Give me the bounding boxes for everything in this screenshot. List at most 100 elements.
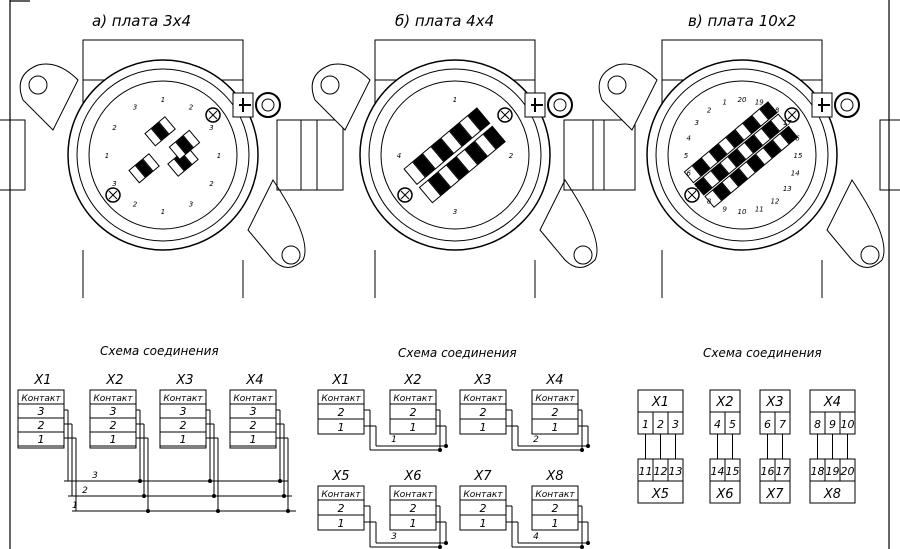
junction-dot xyxy=(208,479,212,483)
contact-number: 1 xyxy=(552,517,559,530)
pin-number: 10 xyxy=(841,418,855,431)
block-label-X4: X4 xyxy=(823,395,841,410)
block-label-X1: X1 xyxy=(33,373,51,388)
terminal-number-label: 9 xyxy=(722,205,727,213)
junction-dot xyxy=(138,479,142,483)
terminal-block xyxy=(712,182,731,201)
contact-header-label: Контакт xyxy=(393,490,433,500)
pin-number: 6 xyxy=(764,418,771,431)
terminal-number-label: 19 xyxy=(755,99,764,107)
terminal-number-label: 2 xyxy=(509,152,514,160)
screw-slot xyxy=(687,190,697,200)
bus-label: 1 xyxy=(72,501,78,511)
terminal-block xyxy=(403,161,427,186)
contact-number: 2 xyxy=(410,502,417,515)
ear-hole-top-left xyxy=(320,75,340,95)
terminal-block xyxy=(742,115,761,134)
terminal-block xyxy=(709,143,728,163)
junction-dot xyxy=(216,509,220,513)
terminal-block xyxy=(746,153,765,173)
terminal-block xyxy=(761,120,780,140)
panel-title-c: в) плата 10х2 xyxy=(688,12,796,30)
bus-label: 3 xyxy=(92,471,98,481)
terminal-block xyxy=(704,189,723,208)
terminal-board xyxy=(128,116,201,184)
contact-number: 3 xyxy=(38,405,45,418)
pin-number: 8 xyxy=(814,418,821,431)
terminal-block xyxy=(710,162,729,182)
terminal-block xyxy=(725,129,744,149)
contact-number: 1 xyxy=(552,421,559,434)
terminal-block xyxy=(721,175,740,194)
terminal-block xyxy=(717,136,736,156)
terminal-block xyxy=(128,164,147,184)
panel-title-a: а) плата 3х4 xyxy=(92,12,191,30)
terminal-block xyxy=(763,139,782,159)
contact-number: 1 xyxy=(480,421,487,434)
terminal-number-label: 1 xyxy=(453,96,457,104)
block-label-X2: X2 xyxy=(715,395,733,410)
terminal-board xyxy=(683,101,799,208)
ear-top-left xyxy=(311,63,371,131)
terminal-number-label: 12 xyxy=(770,197,779,205)
contact-number: 1 xyxy=(338,421,345,434)
block-label-X3: X3 xyxy=(473,373,491,388)
ear-bottom-right xyxy=(247,179,306,268)
terminal-number-label: 2 xyxy=(133,200,138,208)
contact-number: 2 xyxy=(552,502,559,515)
pair-label: 1 xyxy=(391,435,397,445)
contact-header-label: Контакт xyxy=(463,490,503,500)
contact-header-label: Контакт xyxy=(233,394,273,404)
pin-number: 11 xyxy=(639,465,653,478)
terminal-block xyxy=(142,153,160,172)
terminal-block xyxy=(464,141,488,165)
terminal-block xyxy=(744,134,763,154)
contact-header-label: Контакт xyxy=(163,394,203,404)
contact-number: 1 xyxy=(180,433,187,446)
pair-label: 3 xyxy=(391,532,397,542)
block-label-X2: X2 xyxy=(403,373,421,388)
junction-dot xyxy=(586,444,590,448)
housing-ring xyxy=(368,68,542,242)
terminal-block xyxy=(135,158,154,178)
ground-screw-icon xyxy=(834,92,860,118)
terminal-block xyxy=(151,121,170,141)
terminal-block xyxy=(458,114,482,139)
block-label-X1: X1 xyxy=(331,373,349,388)
terminal-block xyxy=(437,164,460,188)
terminal-number-label: 1 xyxy=(161,96,165,104)
pin-number: 12 xyxy=(654,465,668,478)
terminal-block xyxy=(780,125,799,145)
pin-number: 16 xyxy=(761,465,775,478)
terminal-number-label: 10 xyxy=(738,208,747,216)
terminal-number-label: 18 xyxy=(770,107,779,115)
junction-dot xyxy=(580,545,584,549)
pin-number: 5 xyxy=(729,418,736,431)
contact-cell xyxy=(159,431,207,447)
block-label-X3: X3 xyxy=(175,373,193,388)
block-label-X7: X7 xyxy=(765,487,784,502)
ground-screw-icon xyxy=(547,92,573,118)
terminal-block xyxy=(702,170,721,189)
block-label-X3: X3 xyxy=(765,395,783,410)
ear-hole-bottom-right xyxy=(860,245,880,265)
ear-hole-top-left xyxy=(28,75,48,95)
screw-slot xyxy=(787,110,797,120)
terminal-block xyxy=(734,122,753,141)
terminal-block xyxy=(412,153,436,178)
terminal-number-label: 6 xyxy=(687,169,692,177)
side-conduit-left xyxy=(0,119,26,191)
terminal-block xyxy=(182,129,201,149)
contact-cell xyxy=(17,431,65,447)
ground-screw-inner xyxy=(553,98,567,112)
terminal-number-label: 15 xyxy=(794,152,803,160)
terminal-number-label: 3 xyxy=(694,119,698,127)
side-conduit-right xyxy=(300,119,344,191)
terminal-block xyxy=(446,156,470,181)
terminal-block xyxy=(175,135,194,155)
terminal-block xyxy=(428,171,451,196)
junction-dot xyxy=(212,494,216,498)
block-label-X4: X4 xyxy=(245,373,263,388)
contact-number: 1 xyxy=(38,433,45,446)
